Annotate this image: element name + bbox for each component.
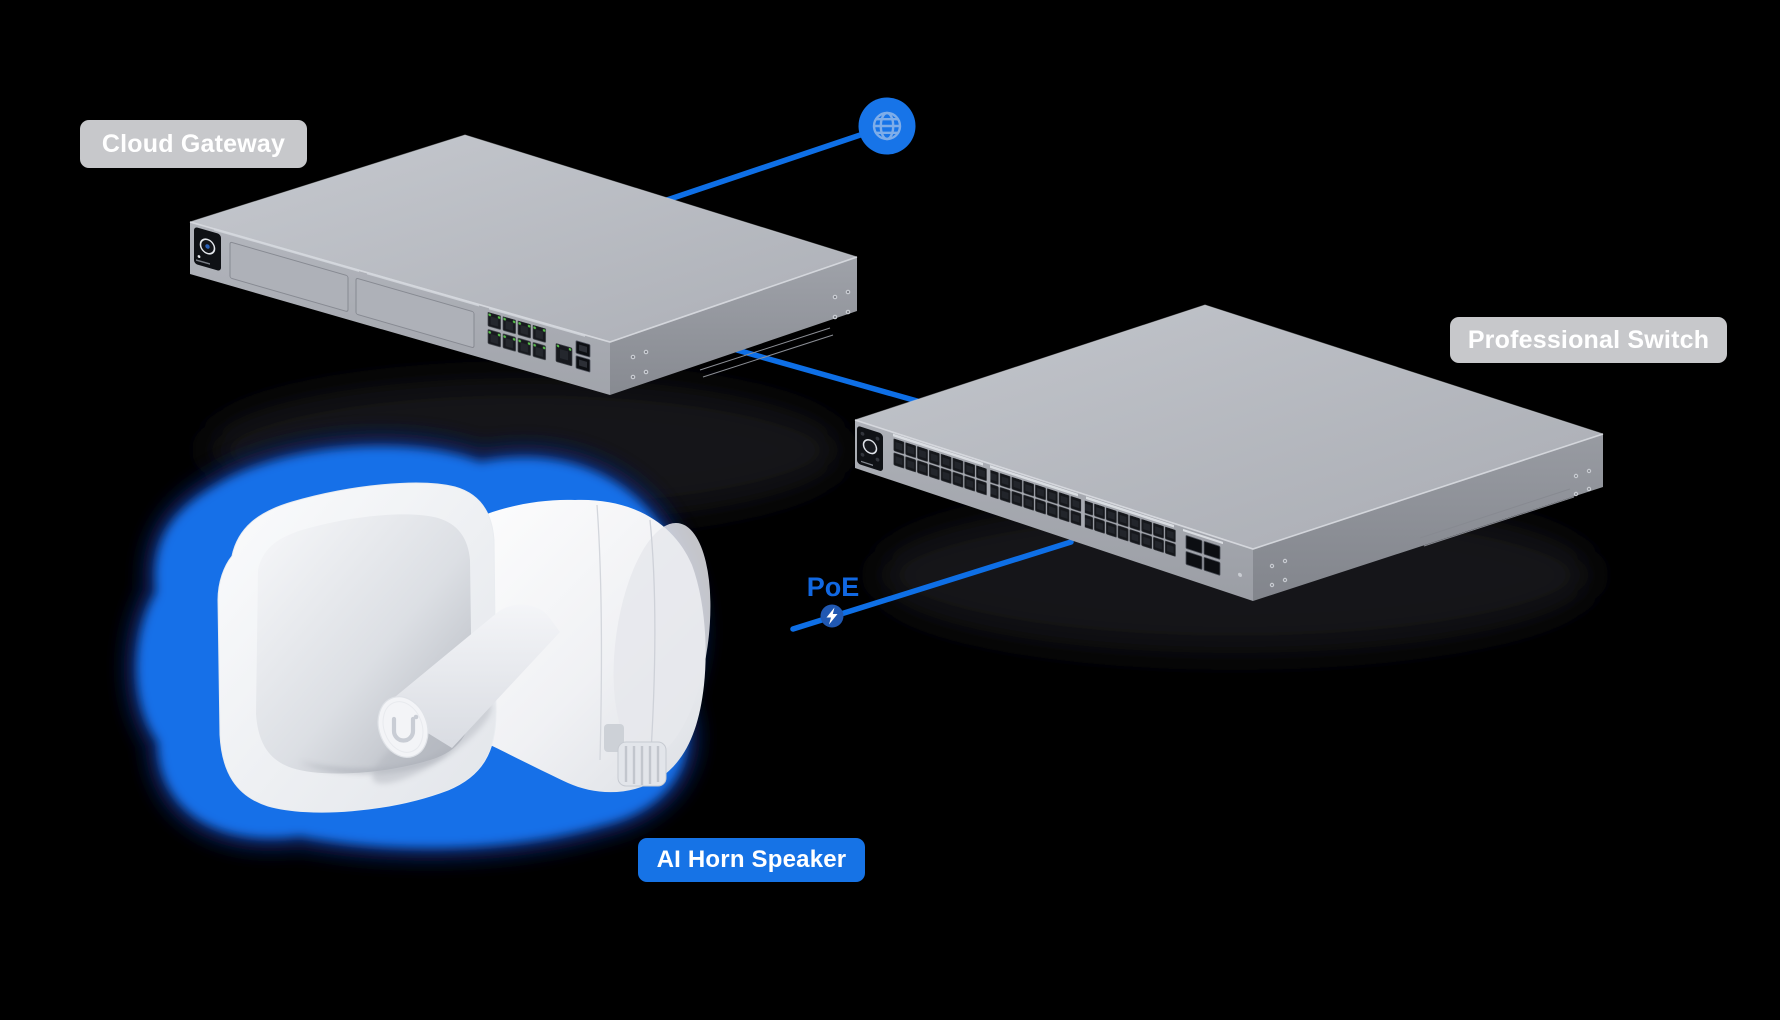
groove (702, 334, 834, 378)
gateway-display-led (205, 244, 210, 249)
gateway-drive-bay-1 (229, 241, 349, 312)
port-group-slot (1183, 528, 1223, 545)
gateway-back-edge (189, 134, 858, 258)
lightning-bolt-icon (826, 607, 838, 625)
speaker-back-cap (613, 522, 711, 758)
gateway-right-face (610, 257, 857, 395)
switch-sfp-port (1185, 551, 1203, 570)
speaker-driver-cap (377, 696, 429, 758)
poe-label-text: PoE (806, 572, 860, 602)
body-seam (649, 519, 656, 769)
ai-horn-speaker-device (123, 433, 711, 862)
switch-right-face-details (1269, 468, 1592, 588)
mount-ribs (624, 746, 660, 785)
port-group-slot (893, 433, 983, 466)
switch-sfp-port (1185, 535, 1203, 554)
vent-slot (489, 306, 585, 337)
switch-top-face (855, 305, 1603, 549)
gateway-rj45-ports (487, 311, 547, 362)
switch-display-text (861, 460, 873, 466)
professional-switch-label-text: Professional Switch (1467, 325, 1710, 354)
port-group-slot (990, 465, 1078, 497)
port-led (556, 344, 560, 348)
line-gateway-to-switch (734, 347, 920, 404)
gateway-status-dot (197, 255, 201, 259)
display-screw (875, 436, 880, 441)
sfp-slot (579, 359, 587, 368)
groove (699, 327, 831, 371)
switch-edge-highlight (854, 419, 1604, 550)
switch-back-edge (854, 304, 1604, 435)
cloud-gateway-device (189, 134, 858, 395)
poe-badge (820, 604, 844, 628)
vent-slot (214, 227, 359, 273)
gateway-top-face (190, 135, 857, 342)
port-group-gap (1081, 498, 1085, 529)
switch-sfp-port (1203, 541, 1221, 560)
port-group-slot (1086, 496, 1174, 528)
front-screw (1238, 572, 1242, 578)
groove (1419, 488, 1571, 539)
ai-horn-speaker-label: AI Horn Speaker (638, 838, 865, 882)
speaker-mount (604, 724, 667, 787)
display-screw (875, 457, 880, 462)
professional-switch-device (854, 304, 1604, 601)
poe-label: PoE (795, 572, 871, 603)
switch-display-ring (862, 439, 878, 455)
switch-right-face (1253, 434, 1603, 601)
gateway-right-face-details (630, 289, 851, 380)
gateway-wan-port-pins (560, 349, 568, 361)
ai-horn-speaker-label-text: AI Horn Speaker (656, 846, 847, 873)
mount-neck (604, 724, 624, 752)
switch-rj45-ports-48 (893, 438, 1177, 558)
globe-glyph (872, 111, 902, 141)
body-seam (596, 504, 603, 761)
vent-slot (367, 271, 479, 307)
ubiquiti-logo (391, 714, 419, 743)
display-screw (860, 431, 865, 436)
groove (1423, 496, 1575, 547)
line-internet-to-gateway (664, 123, 890, 203)
gateway-screw-centers (632, 291, 849, 378)
sfp-slot (579, 344, 587, 353)
driver-cap-ring (382, 701, 424, 753)
professional-switch-label: Professional Switch (1450, 317, 1727, 363)
gateway-drive-bay-2 (355, 278, 475, 348)
switch-sfp-port (1203, 557, 1221, 576)
speaker-throat-tube (384, 604, 560, 748)
port-group-gap (986, 467, 991, 498)
cloud-gateway-label-text: Cloud Gateway (101, 129, 286, 158)
port-led (568, 348, 572, 351)
cloud-gateway-label: Cloud Gateway (80, 120, 307, 168)
gateway-front-details (194, 227, 591, 373)
gateway-display-text (196, 259, 210, 265)
switch-screw-centers (1271, 470, 1590, 586)
internet-node (858, 97, 916, 155)
display-screw (860, 452, 865, 457)
switch-front-details (857, 426, 1242, 578)
